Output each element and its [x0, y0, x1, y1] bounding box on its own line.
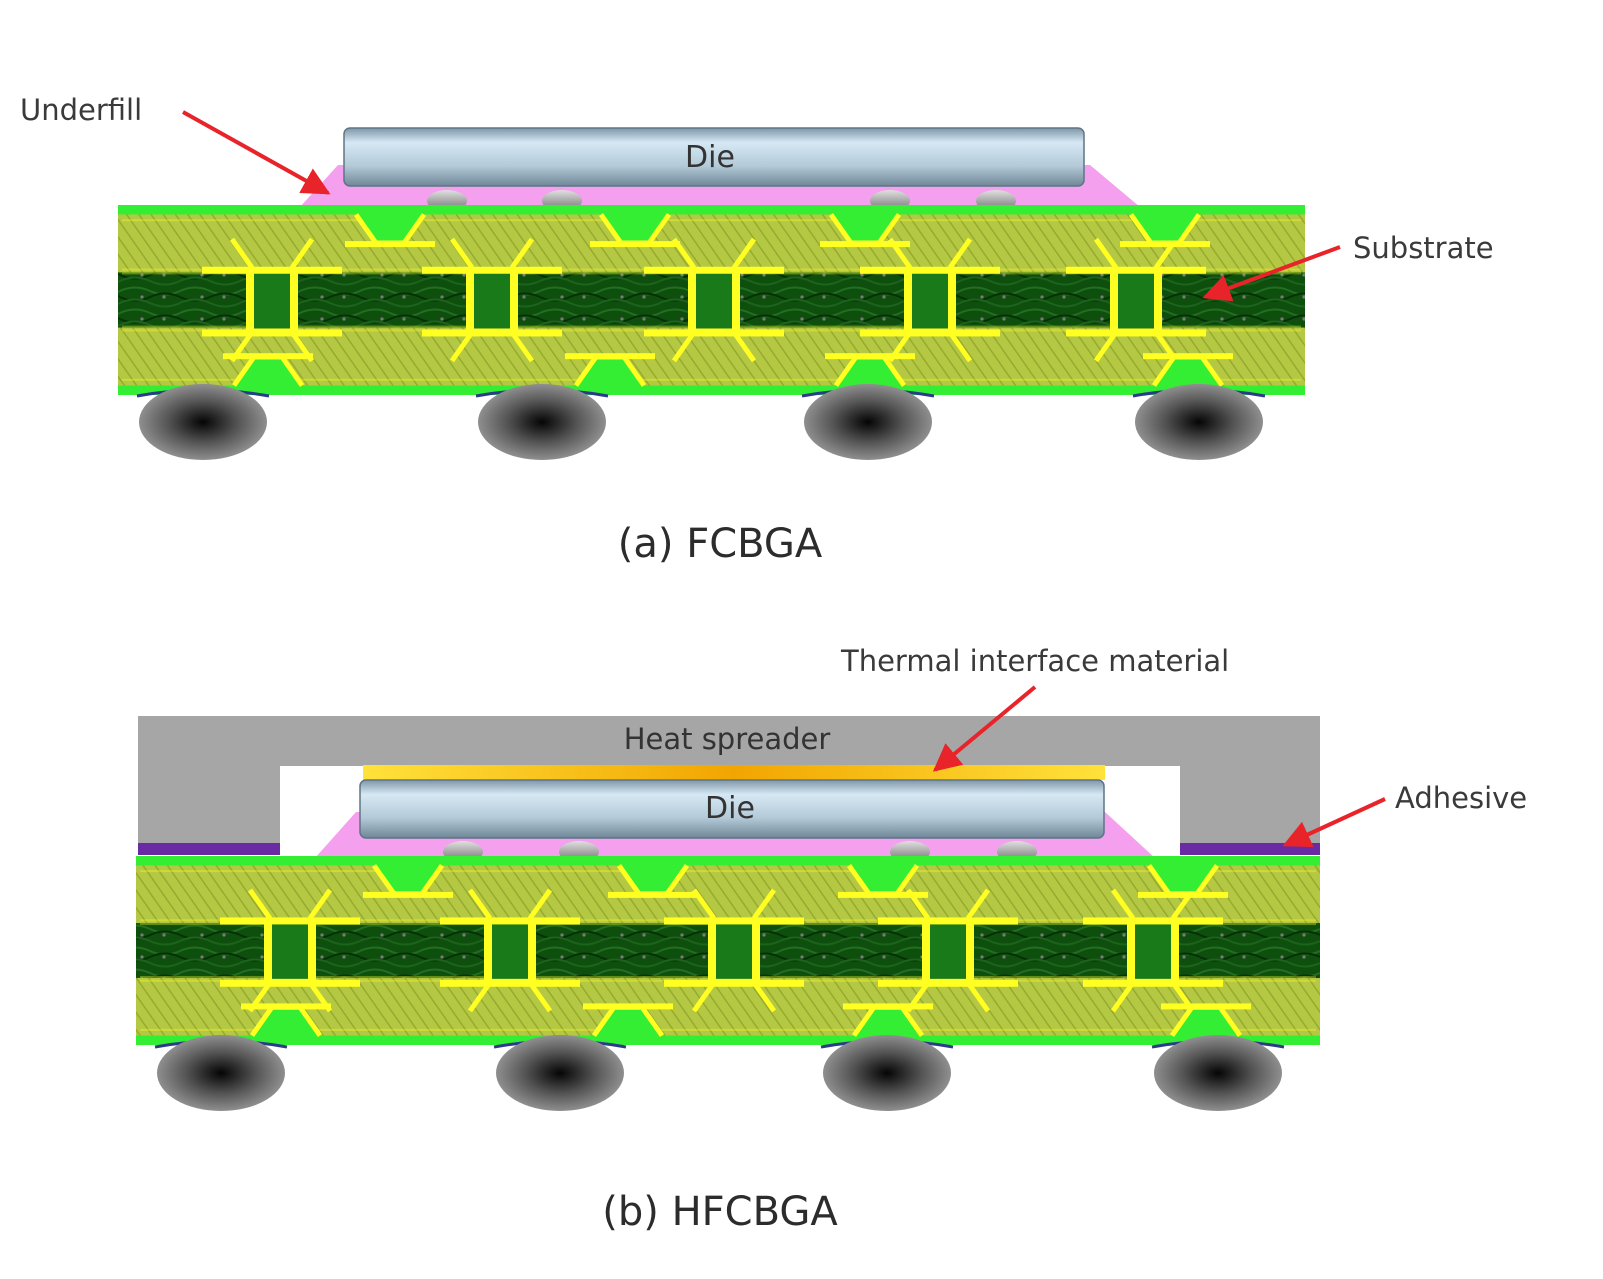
via-pad-bottom — [422, 329, 562, 337]
microvia-bottom-pad — [223, 353, 313, 360]
via-connector-top — [467, 888, 553, 920]
via-connector-bottom — [671, 330, 757, 363]
via-pad-top — [1083, 917, 1223, 925]
substrate-label: Substrate — [1353, 231, 1494, 265]
via-fill — [716, 922, 752, 979]
adhesive-arrow — [1282, 797, 1386, 848]
caption-a: (a) FCBGA — [618, 521, 823, 567]
adhesive-left — [138, 843, 280, 855]
via-fill — [492, 922, 528, 979]
substrate-b — [136, 856, 1320, 1045]
thermal-interface-material — [363, 765, 1105, 780]
via-pad-top — [220, 917, 360, 925]
via-connector-bottom — [449, 330, 535, 363]
microvia-bottom-pad — [1143, 353, 1233, 360]
microvia-bottom-pad — [583, 1003, 673, 1010]
solder-ball — [496, 1035, 624, 1111]
microvia-top-pad — [345, 241, 435, 248]
via-pad-top — [644, 266, 784, 274]
microvia-bottom-pad — [843, 1003, 933, 1010]
substrate — [118, 205, 1305, 395]
solder-ball — [1135, 384, 1263, 460]
via-pad-top — [202, 266, 342, 274]
tim-arrow — [932, 685, 1037, 772]
microvia-top-pad — [1120, 241, 1210, 248]
trace-line — [122, 378, 1301, 381]
buildup-bottom — [136, 977, 1320, 1036]
via-connector-bottom — [467, 981, 553, 1013]
microvia-top-pad — [1138, 891, 1228, 898]
via-pad-bottom — [202, 329, 342, 337]
trace-line — [140, 870, 1316, 873]
solder-balls-b — [154, 1035, 1285, 1111]
substrate-arrow — [1202, 245, 1341, 302]
microvia-bottom-pad — [825, 353, 915, 360]
die-label: Die — [685, 140, 735, 175]
trace-line — [122, 219, 1301, 222]
via-pad-bottom — [220, 979, 360, 987]
via-connector-top — [449, 237, 535, 270]
microvia-bottom-pad — [1161, 1003, 1251, 1010]
via-pad-bottom — [440, 979, 580, 987]
via-pad-bottom — [878, 979, 1018, 987]
via-connector-bottom — [691, 981, 777, 1013]
via-pad-bottom — [1083, 979, 1223, 987]
via-fill — [1135, 922, 1171, 979]
solder-balls — [136, 384, 1266, 460]
panel-a-fcbga: Die Underfill Substrate (a) FCBGA — [20, 93, 1494, 567]
via-fill — [1118, 271, 1154, 329]
via-pad-top — [878, 917, 1018, 925]
buildup-top — [118, 214, 1305, 273]
via-pad-top — [664, 917, 804, 925]
microvia-top-pad — [820, 241, 910, 248]
adhesive-label: Adhesive — [1395, 781, 1527, 815]
die-b — [359, 779, 1105, 839]
via-fill — [696, 271, 732, 329]
tim-label: Thermal interface material — [840, 644, 1229, 678]
solder-ball — [1154, 1035, 1282, 1111]
microvia-bottom-pad — [241, 1003, 331, 1010]
via-pad-top — [1066, 266, 1206, 274]
microvia-top-pad — [838, 891, 928, 898]
microvia-bottom-pad — [565, 353, 655, 360]
via-pad-bottom — [664, 979, 804, 987]
solder-ball — [804, 384, 932, 460]
via-pad-bottom — [644, 329, 784, 337]
caption-b: (b) HFCBGA — [602, 1189, 838, 1235]
underfill-arrow — [182, 110, 331, 195]
via-fill — [254, 271, 290, 329]
via-fill — [930, 922, 966, 979]
solder-ball — [157, 1035, 285, 1111]
solder-ball — [139, 384, 267, 460]
microvia-top-pad — [590, 241, 680, 248]
via-pad-top — [422, 266, 562, 274]
die — [343, 127, 1085, 187]
buildup-top — [136, 865, 1320, 924]
heat-spreader — [138, 716, 1320, 843]
panel-b-hfcbga: Die Heat spreader Thermal interface mate… — [136, 644, 1527, 1235]
via-pad-top — [440, 917, 580, 925]
underfill-label: Underfill — [20, 93, 142, 127]
trace-line — [140, 1028, 1316, 1031]
via-connector-top — [229, 237, 315, 270]
die-label-b: Die — [705, 791, 755, 826]
via-fill — [474, 271, 510, 329]
via-pad-bottom — [860, 329, 1000, 337]
via-pad-top — [860, 266, 1000, 274]
microvia-top-pad — [608, 891, 698, 898]
via-pad-bottom — [1066, 329, 1206, 337]
heat-spreader-label: Heat spreader — [624, 722, 831, 756]
solder-ball — [823, 1035, 951, 1111]
via-fill — [912, 271, 948, 329]
microvia-top-pad — [363, 891, 453, 898]
via-fill — [272, 922, 308, 979]
solder-ball — [478, 384, 606, 460]
via-connector-top — [247, 888, 333, 920]
adhesive-right — [1180, 843, 1320, 855]
buildup-bottom — [118, 327, 1305, 386]
